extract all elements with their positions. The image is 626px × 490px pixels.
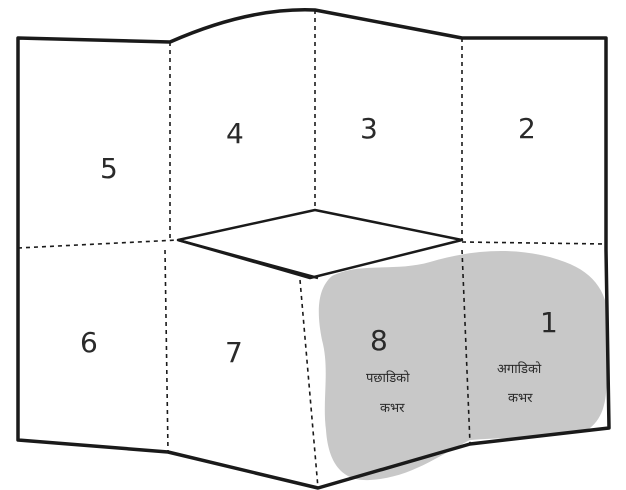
front-cover-caption-line1: अगाडिको xyxy=(497,361,542,377)
front-cover-caption-line2: कभर xyxy=(508,391,533,406)
panel-8-number: 8 xyxy=(370,324,388,357)
fold-line-vertical-2-lower xyxy=(299,279,319,489)
popup-front-edge xyxy=(177,238,319,280)
panel-1-number: 1 xyxy=(540,306,558,339)
back-cover-caption-line1: पछाडिको xyxy=(366,370,410,386)
panel-3-number: 3 xyxy=(360,112,378,145)
panel-5-number: 5 xyxy=(100,152,118,185)
panel-7-number: 7 xyxy=(225,336,243,369)
back-cover-caption-line2: कभर xyxy=(380,401,405,416)
fold-line-vertical-3-lower xyxy=(461,249,471,445)
panel-2-number: 2 xyxy=(518,112,536,145)
fold-line-horizontal-left xyxy=(17,239,179,249)
fold-line-vertical-1-lower xyxy=(164,249,169,453)
cover-shading xyxy=(318,251,609,481)
panel-6-number: 6 xyxy=(80,326,98,359)
fold-line-horizontal-right xyxy=(461,241,607,245)
panel-4-number: 4 xyxy=(226,117,244,150)
sheet-outline xyxy=(16,8,611,490)
